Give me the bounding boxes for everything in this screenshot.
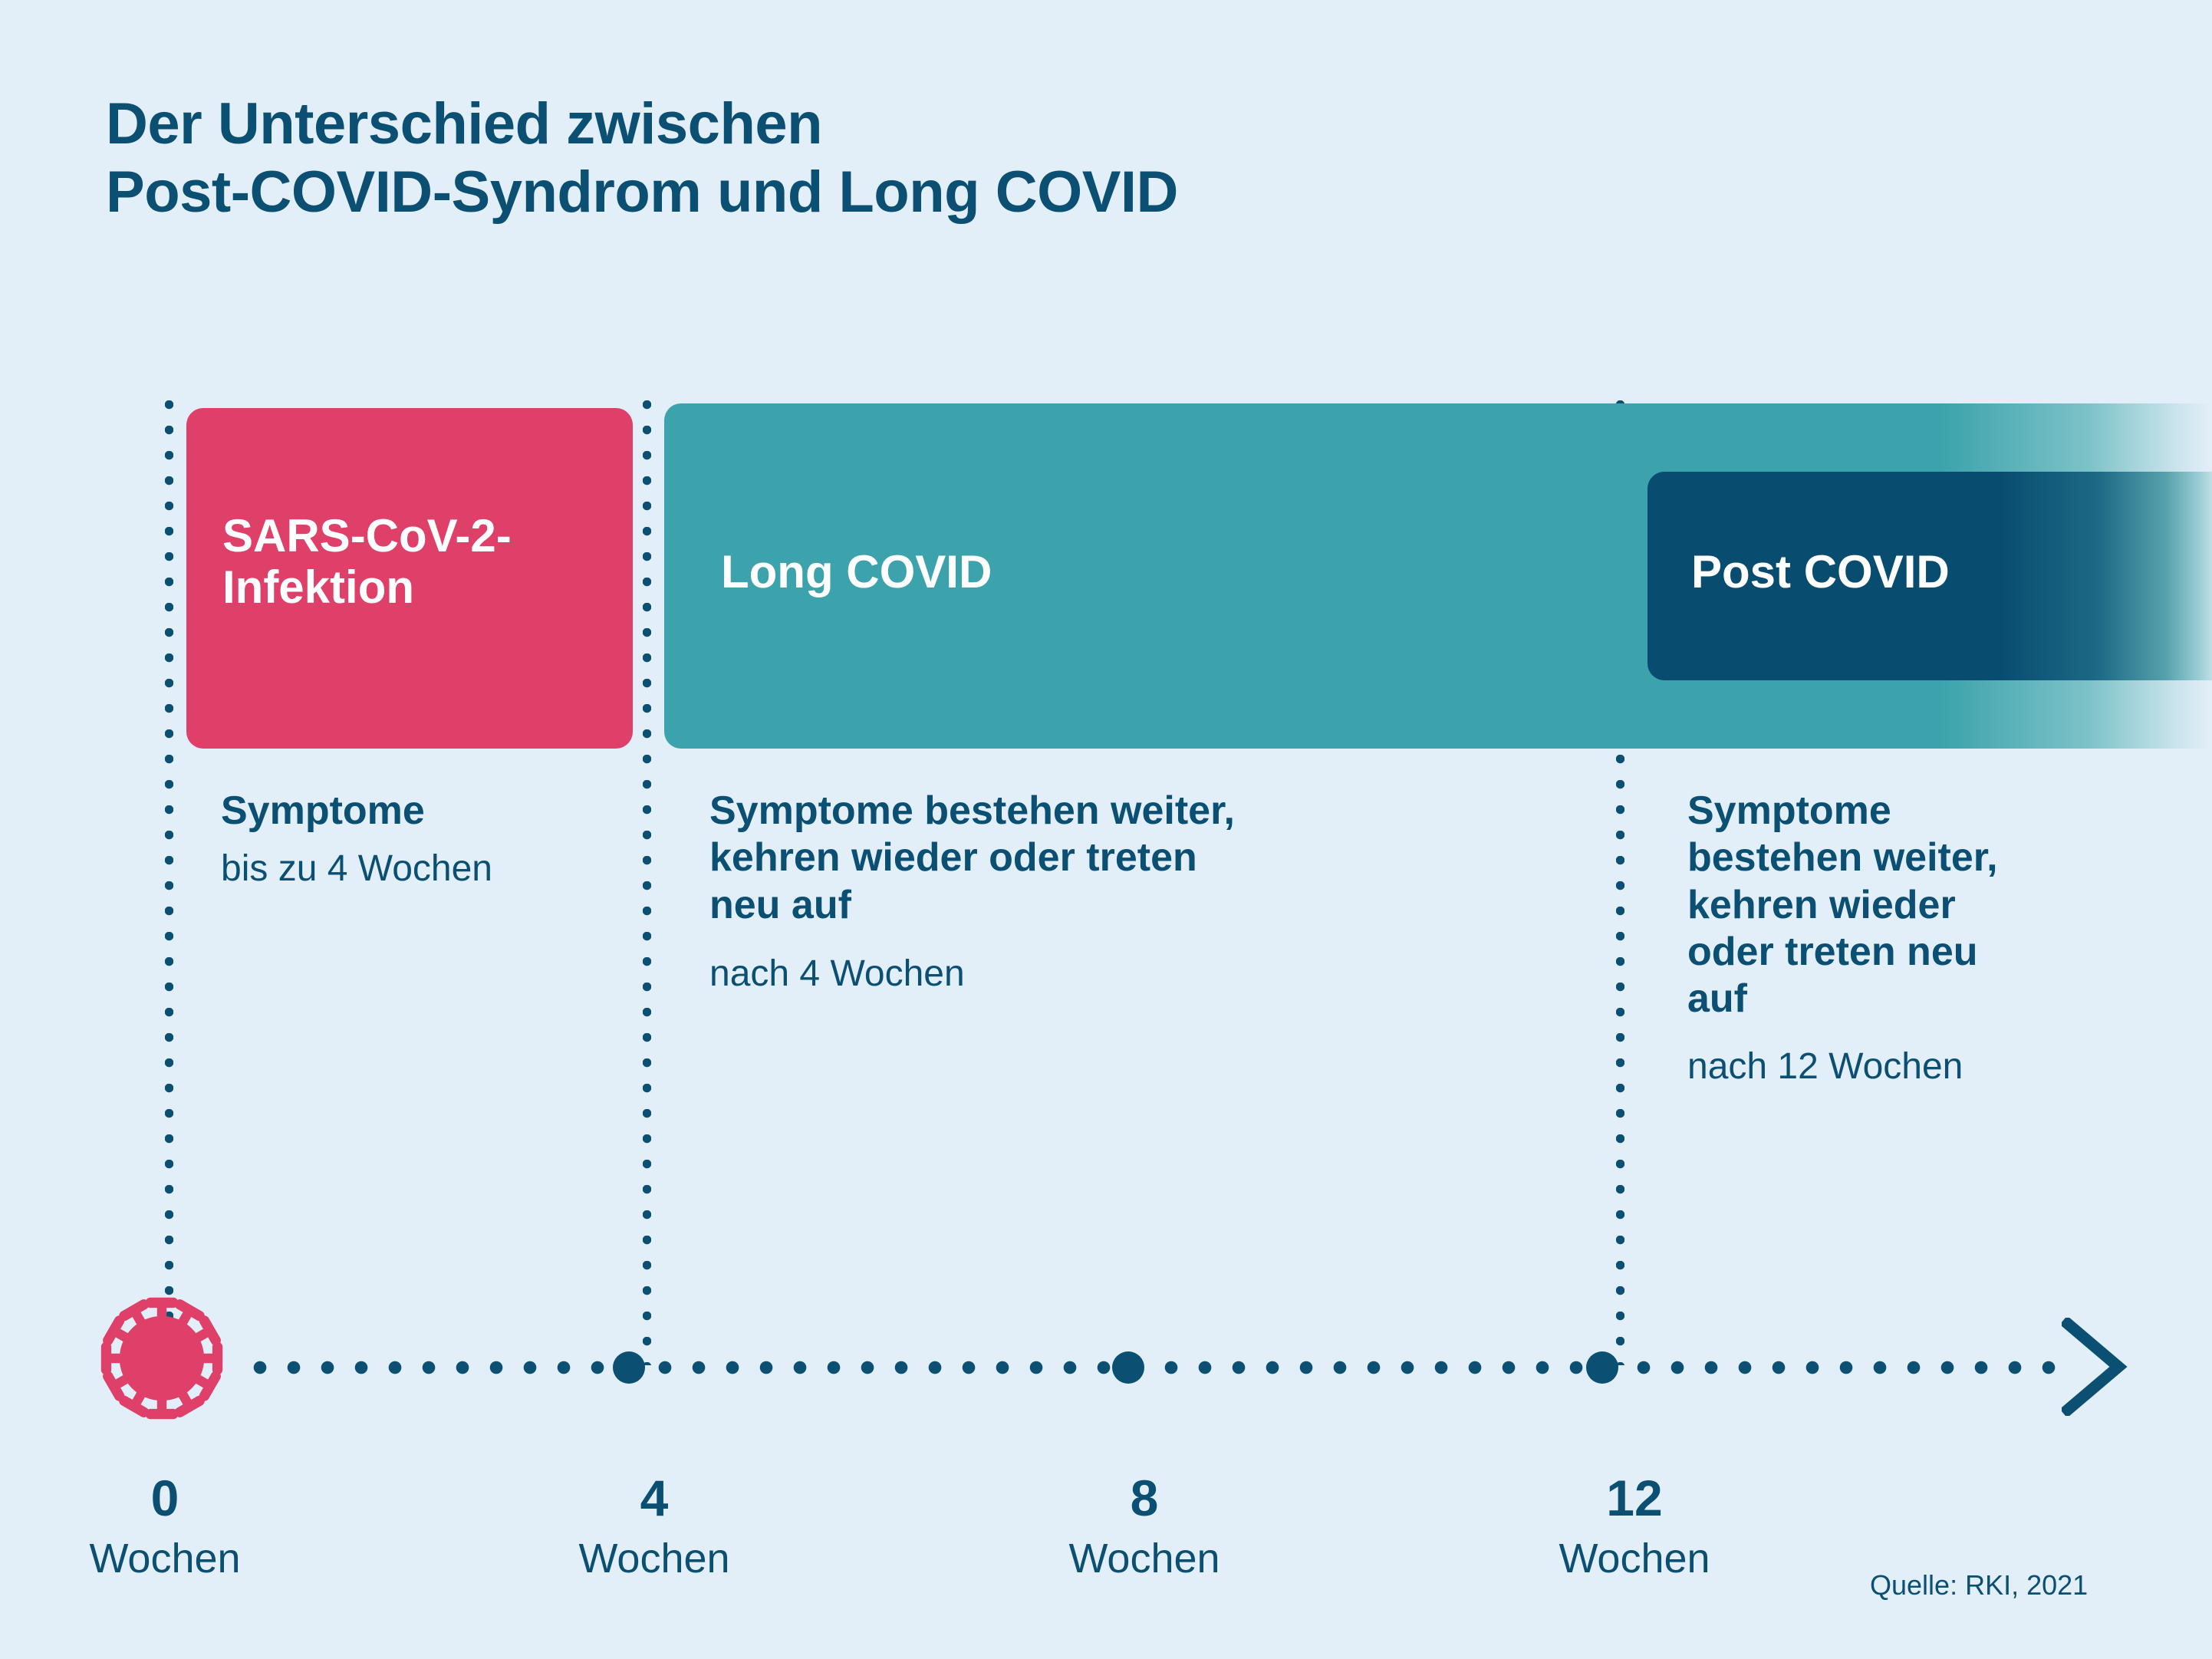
chevron-right-arrow-icon [2062,1318,2128,1416]
timeline-axis [253,1361,2071,1374]
phase-subtext-long-covid: nach 4 Wochen [709,953,965,995]
axis-tick-unit-12: Wochen [1559,1536,1710,1582]
phase-subtext-post-covid: nach 12 Wochen [1687,1045,1963,1087]
guide-line-week-0 [165,400,173,1365]
axis-tick-label-week-4: 4 Wochen [532,1473,777,1584]
phase-subtext-sars-cov-2-infektion: bis zu 4 Wochen [221,848,492,890]
phase-bar-label-post-covid: Post COVID [1691,546,1950,597]
page-title: Der Unterschied zwischen Post-COVID-Synd… [106,91,1178,225]
phase-bar-label-sars-cov-2-infektion: SARS-CoV-2- Infektion [222,510,512,614]
phase-description-sars-cov-2-infektion: Symptome bis zu 4 Wochen [221,788,635,891]
phase-headline-sars-cov-2-infektion: Symptome [221,788,425,833]
phase-description-post-covid: Symptome bestehen weiter, kehren wieder … [1687,788,2148,1088]
axis-tick-label-week-0: 0 Wochen [42,1473,288,1584]
source-attribution: Quelle: RKI, 2021 [1870,1569,2089,1601]
timeline-tick-dot-week-8 [1112,1351,1144,1384]
axis-tick-unit-8: Wochen [1068,1536,1220,1582]
timeline-tick-dot-week-4 [613,1351,645,1384]
phase-bar-label-long-covid: Long COVID [721,546,992,597]
axis-tick-value-4: 4 [640,1470,669,1526]
phase-description-long-covid: Symptome bestehen weiter, kehren wieder … [709,788,1515,996]
axis-tick-value-8: 8 [1130,1470,1159,1526]
axis-tick-label-week-12: 12 Wochen [1512,1473,1757,1584]
axis-tick-unit-4: Wochen [578,1536,730,1582]
axis-tick-value-0: 0 [150,1470,179,1526]
axis-tick-label-week-8: 8 Wochen [1022,1473,1267,1584]
axis-tick-value-12: 12 [1606,1470,1663,1526]
coronavirus-icon [100,1297,223,1420]
phase-bar-post-covid[interactable] [1647,472,2212,680]
axis-tick-unit-0: Wochen [89,1536,241,1582]
phase-headline-long-covid: Symptome bestehen weiter, kehren wieder … [709,788,1235,927]
phase-headline-post-covid: Symptome bestehen weiter, kehren wieder … [1687,788,1998,1022]
timeline-tick-dot-week-12 [1586,1351,1618,1384]
phase-bar-sars-cov-2-infektion[interactable] [186,408,633,749]
guide-line-week-4 [643,400,651,1365]
guide-line-week-12 [1616,400,1624,1365]
